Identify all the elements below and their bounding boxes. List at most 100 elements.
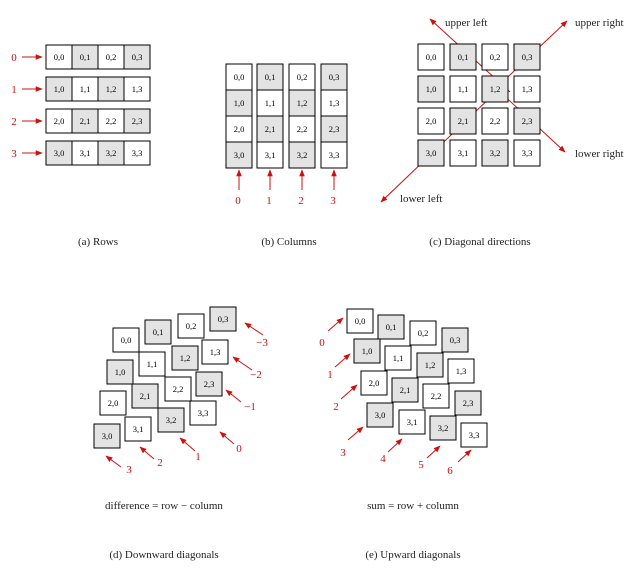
upward-cell: 1,3 [447,358,475,384]
row-cell: 2,2 [97,108,125,134]
downward-arrow [139,446,155,460]
diagonal-cell: 3,1 [449,139,477,167]
cell-label: 2,3 [132,116,143,126]
cell-box [417,139,445,167]
row-cell: 0,2 [97,44,125,70]
cell-label: 3,3 [329,150,340,160]
column-cell: 3,1 [256,141,284,169]
column-cell: 2,0 [225,115,253,143]
column-cell: 1,2 [288,89,316,117]
cell-box [93,423,121,449]
cell-box [106,359,134,385]
upward-cell: 2,0 [360,370,388,396]
label-upper-right: upper right [575,17,624,29]
downward-cell: 3,2 [157,407,185,433]
downward-cell: 0,3 [209,306,237,332]
caption-rows: (a) Rows [78,236,118,248]
cell-box [138,351,166,377]
column-cell: 1,1 [256,89,284,117]
cell-label: 0,2 [106,52,117,62]
upward-diagonal-label: 3 [340,447,346,459]
cell-box [71,76,99,102]
cell-box [513,43,541,71]
upward-arrow [457,449,472,463]
caption-columns: (b) Columns [261,236,316,248]
cell-box [97,44,125,70]
cell-box [447,358,475,384]
cell-box [144,319,172,345]
cell-label: 1,1 [458,84,469,94]
cell-box [123,44,151,70]
cell-label: 3,2 [438,423,449,433]
cell-label: 3,1 [265,150,276,160]
downward-diagonal-label: −3 [256,337,268,349]
cell-box [71,108,99,134]
downward-arrow [244,322,264,336]
column-cell: 0,1 [256,63,284,91]
cell-label: 0,2 [418,328,429,338]
upward-diagonal-label: 0 [319,337,325,349]
cell-box [384,345,412,371]
downward-arrow [179,437,196,452]
cell-box [45,76,73,102]
downward-cell: 2,2 [164,376,192,402]
cell-label: 3,2 [297,150,308,160]
downward-cell: 0,2 [177,313,205,339]
cell-box [99,390,127,416]
row-cell: 0,3 [123,44,151,70]
column-number-label: 0 [235,195,241,207]
upward-diagonal-label: 6 [447,465,453,477]
cell-box [353,338,381,364]
cell-box [417,75,445,103]
row-cell: 3,3 [123,140,151,166]
cell-label: 1,0 [362,346,373,356]
cell-box [209,306,237,332]
cell-box [391,377,419,403]
row-cell: 1,0 [45,76,73,102]
column-cell: 3,0 [225,141,253,169]
row-cell: 2,0 [45,108,73,134]
cell-box [177,313,205,339]
cell-label: 2,1 [140,391,151,401]
column-number-label: 2 [298,195,304,207]
cell-label: 2,2 [490,116,501,126]
cell-label: 0,3 [522,52,533,62]
cell-label: 1,0 [54,84,65,94]
downward-cell: 3,0 [93,423,121,449]
column-cell: 3,2 [288,141,316,169]
cell-label: 1,1 [265,98,276,108]
upward-diagonal-label: 1 [327,369,333,381]
cell-box [256,89,284,117]
cell-label: 2,3 [204,379,215,389]
cell-box [320,63,348,91]
cell-box [449,75,477,103]
cell-box [481,139,509,167]
downward-diagonal-label: −2 [250,369,262,381]
column-cell: 0,3 [320,63,348,91]
cell-label: 3,1 [133,424,144,434]
downward-diagonal-label: 3 [126,464,132,476]
cell-label: 3,2 [106,148,117,158]
column-cell: 0,2 [288,63,316,91]
cell-label: 3,1 [80,148,91,158]
cell-box [288,89,316,117]
diagonal-cell: 1,2 [481,75,509,103]
cell-label: 0,1 [458,52,469,62]
upward-cell: 1,2 [416,352,444,378]
cell-label: 0,1 [265,72,276,82]
downward-cell: 0,0 [112,327,140,353]
cell-label: 0,2 [186,321,197,331]
label-lower-right: lower right [575,148,624,160]
caption-diagonal-directions: (c) Diagonal directions [429,236,530,248]
cell-box [409,320,437,346]
cell-box [256,63,284,91]
cell-box [195,371,223,397]
row-number-label: 0 [11,52,17,64]
row-cell: 3,0 [45,140,73,166]
downward-formula: difference = row − column [105,500,223,512]
downward-cell: 0,1 [144,319,172,345]
cell-box [346,308,374,334]
upward-cell: 3,1 [398,409,426,435]
downward-diagonal-label: −1 [244,401,256,413]
